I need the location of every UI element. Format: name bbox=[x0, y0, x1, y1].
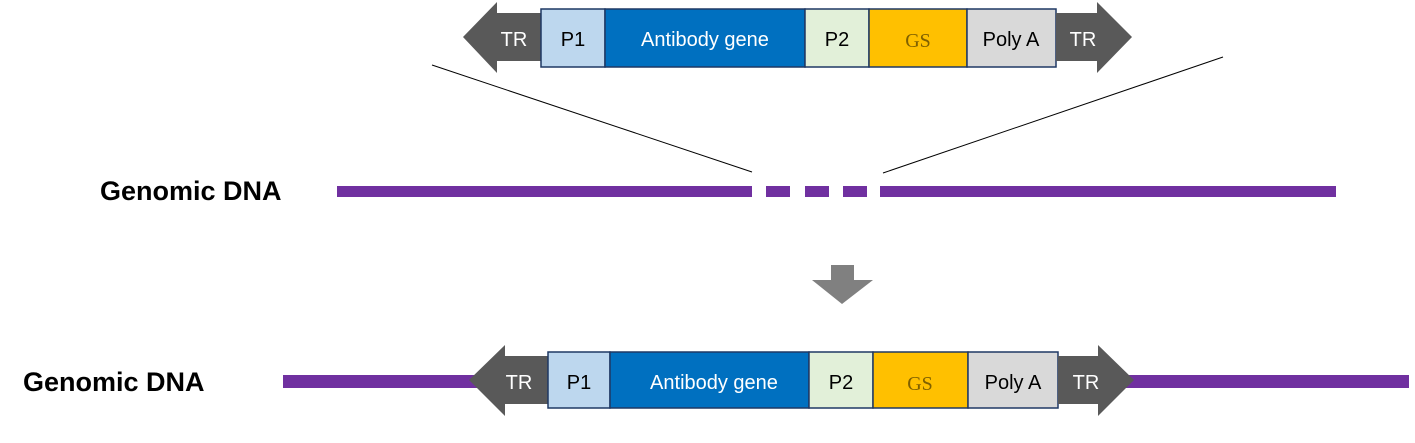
tr-right-label-integrated: TR bbox=[1073, 372, 1100, 394]
tr-right-arrow-integrated bbox=[1058, 345, 1134, 416]
gs-label: GS bbox=[905, 30, 931, 52]
connector-line-right bbox=[882, 56, 1224, 174]
p1-label-integrated: P1 bbox=[567, 372, 591, 394]
dna-segment-right bbox=[880, 186, 1336, 197]
dna-segment-bottom-right bbox=[1125, 375, 1409, 388]
p1-label: P1 bbox=[561, 29, 585, 51]
tr-left-arrow-integrated bbox=[469, 345, 548, 416]
genomic-dna-label-bottom: Genomic DNA bbox=[23, 367, 205, 397]
genomic-dna-label-top: Genomic DNA bbox=[100, 176, 282, 206]
integrated-cassette: TR P1 Antibody gene P2 GS Poly A TR bbox=[469, 345, 1134, 416]
donor-cassette: TR P1 Antibody gene P2 GS Poly A TR bbox=[463, 2, 1132, 73]
dna-gap-dash-3 bbox=[843, 186, 867, 197]
dna-segment-left bbox=[337, 186, 752, 197]
dna-segment-bottom-left bbox=[283, 375, 478, 388]
poly-a-block bbox=[966, 8, 1057, 68]
tr-right-arrow bbox=[1056, 2, 1132, 73]
tr-right-label: TR bbox=[1070, 29, 1097, 51]
antibody-gene-block bbox=[604, 8, 806, 68]
dna-gap-dash-1 bbox=[766, 186, 790, 197]
p2-label: P2 bbox=[825, 29, 849, 51]
antibody-gene-block-integrated bbox=[609, 351, 810, 409]
tr-left-label: TR bbox=[501, 29, 528, 51]
down-arrow-icon bbox=[812, 265, 873, 304]
poly-a-label: Poly A bbox=[983, 29, 1040, 51]
p2-label-integrated: P2 bbox=[829, 372, 853, 394]
antibody-gene-label: Antibody gene bbox=[641, 29, 769, 51]
antibody-gene-label-integrated: Antibody gene bbox=[650, 372, 778, 394]
poly-a-label-integrated: Poly A bbox=[985, 372, 1042, 394]
genomic-dna-strand-top bbox=[337, 186, 1336, 197]
connector-line-left bbox=[431, 64, 753, 173]
dna-gap-dash-2 bbox=[805, 186, 829, 197]
tr-left-label-integrated: TR bbox=[506, 372, 533, 394]
gs-label-integrated: GS bbox=[907, 373, 933, 395]
gs-block-integrated bbox=[872, 351, 969, 409]
tr-left-arrow bbox=[463, 2, 541, 73]
